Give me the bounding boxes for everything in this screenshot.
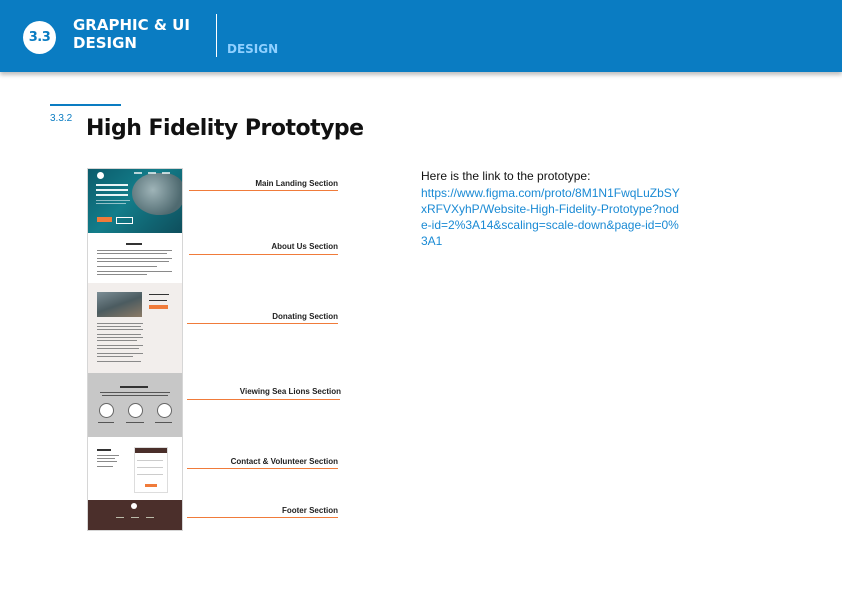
- prototype-text-line: [97, 361, 141, 362]
- prototype-hero-heading-line: [96, 189, 128, 191]
- annotation-footer: Footer Section: [281, 506, 338, 515]
- prototype-text-line: [98, 422, 114, 423]
- annotation-line: [187, 323, 338, 324]
- prototype-contact-heading: [97, 449, 111, 451]
- prototype-text-line: [97, 455, 119, 456]
- prototype-form-submit: [145, 484, 157, 487]
- prototype-footer-section: [88, 500, 182, 530]
- prototype-view-icon: [99, 403, 114, 418]
- prototype-text-line: [97, 323, 143, 324]
- prototype-text-line: [102, 395, 168, 396]
- annotation-about-us: About Us Section: [271, 242, 338, 251]
- chapter-header: 3.3 GRAPHIC & UI DESIGN DESIGN: [0, 0, 842, 72]
- subsection-number: 3.3.2: [50, 113, 73, 124]
- prototype-logo: [97, 172, 104, 179]
- prototype-text-line: [97, 250, 172, 251]
- prototype-link[interactable]: https://www.figma.com/proto/8M1N1FwqLuZb…: [421, 186, 680, 248]
- prototype-form-field: [137, 467, 163, 468]
- annotation-main-landing: Main Landing Section: [255, 179, 338, 188]
- prototype-text-line: [97, 466, 113, 467]
- prototype-text-line: [97, 334, 141, 335]
- prototype-text-line: [97, 345, 143, 346]
- prototype-form-field: [137, 474, 163, 475]
- prototype-text-line: [97, 326, 141, 327]
- prototype-text-line: [97, 458, 115, 459]
- prototype-view-icon: [157, 403, 172, 418]
- prototype-viewing-section: [88, 373, 182, 437]
- annotation-line: [189, 190, 338, 191]
- prototype-text-line: [97, 253, 167, 254]
- prototype-nav-item: [134, 172, 142, 174]
- prototype-text-line: [97, 329, 143, 330]
- prototype-view-heading: [120, 386, 148, 388]
- prototype-footer-logo: [131, 503, 137, 509]
- prototype-hero-body-line: [96, 203, 126, 204]
- prototype-text-line: [97, 261, 169, 262]
- page-title: High Fidelity Prototype: [86, 116, 364, 141]
- annotation-line: [189, 254, 338, 255]
- prototype-text-line: [97, 348, 139, 349]
- prototype-thumbnail: [87, 168, 183, 531]
- prototype-donate-button: [149, 305, 168, 309]
- prototype-form-field: [137, 460, 163, 461]
- chapter-title: GRAPHIC & UI DESIGN: [73, 16, 190, 52]
- prototype-text-line: [97, 353, 143, 354]
- prototype-footer-link: [116, 517, 124, 518]
- annotation-line: [187, 517, 338, 518]
- prototype-donate-button: [97, 217, 112, 222]
- prototype-hero-heading-line: [96, 184, 128, 186]
- annotation-line: [187, 399, 340, 400]
- prototype-text-line: [97, 274, 147, 275]
- prototype-text-line: [97, 340, 137, 341]
- annotation-donating: Donating Section: [272, 312, 338, 321]
- prototype-hero-section: [88, 169, 182, 233]
- prototype-text-line: [97, 356, 133, 357]
- section-label: DESIGN: [227, 42, 279, 56]
- prototype-text-line: [97, 266, 157, 267]
- prototype-form-header: [135, 448, 167, 453]
- prototype-link-intro: Here is the link to the prototype:: [421, 169, 591, 183]
- prototype-text-line: [97, 461, 117, 462]
- prototype-text-line: [97, 271, 172, 272]
- prototype-text-line: [97, 337, 143, 338]
- prototype-hero-body-line: [96, 200, 130, 201]
- annotation-line: [187, 468, 338, 469]
- prototype-contact-section: [88, 437, 182, 500]
- prototype-footer-link: [131, 517, 139, 518]
- prototype-footer-link: [146, 517, 154, 518]
- prototype-text-line: [149, 294, 169, 295]
- prototype-nav-item: [162, 172, 170, 174]
- prototype-text-line: [97, 258, 172, 259]
- prototype-text-line: [126, 422, 144, 423]
- sea-lions-photo: [97, 292, 142, 317]
- prototype-volunteer-form: [134, 447, 168, 493]
- sea-lion-image: [132, 173, 182, 215]
- prototype-about-section: [88, 233, 182, 283]
- title-accent-rule: [50, 104, 121, 106]
- prototype-text-line: [100, 392, 170, 393]
- annotation-contact-volunteer: Contact & Volunteer Section: [230, 457, 338, 466]
- prototype-text-line: [155, 422, 172, 423]
- annotation-viewing-sea-lions: Viewing Sea Lions Section: [239, 387, 341, 396]
- chapter-number-badge: 3.3: [23, 21, 56, 54]
- header-divider: [216, 14, 217, 57]
- prototype-donating-section: [88, 283, 182, 373]
- prototype-text-line: [149, 300, 167, 301]
- prototype-nav-item: [148, 172, 156, 174]
- prototype-about-heading: [126, 243, 142, 245]
- prototype-learn-button: [116, 217, 133, 224]
- prototype-hero-heading-line: [96, 194, 128, 196]
- prototype-view-icon: [128, 403, 143, 418]
